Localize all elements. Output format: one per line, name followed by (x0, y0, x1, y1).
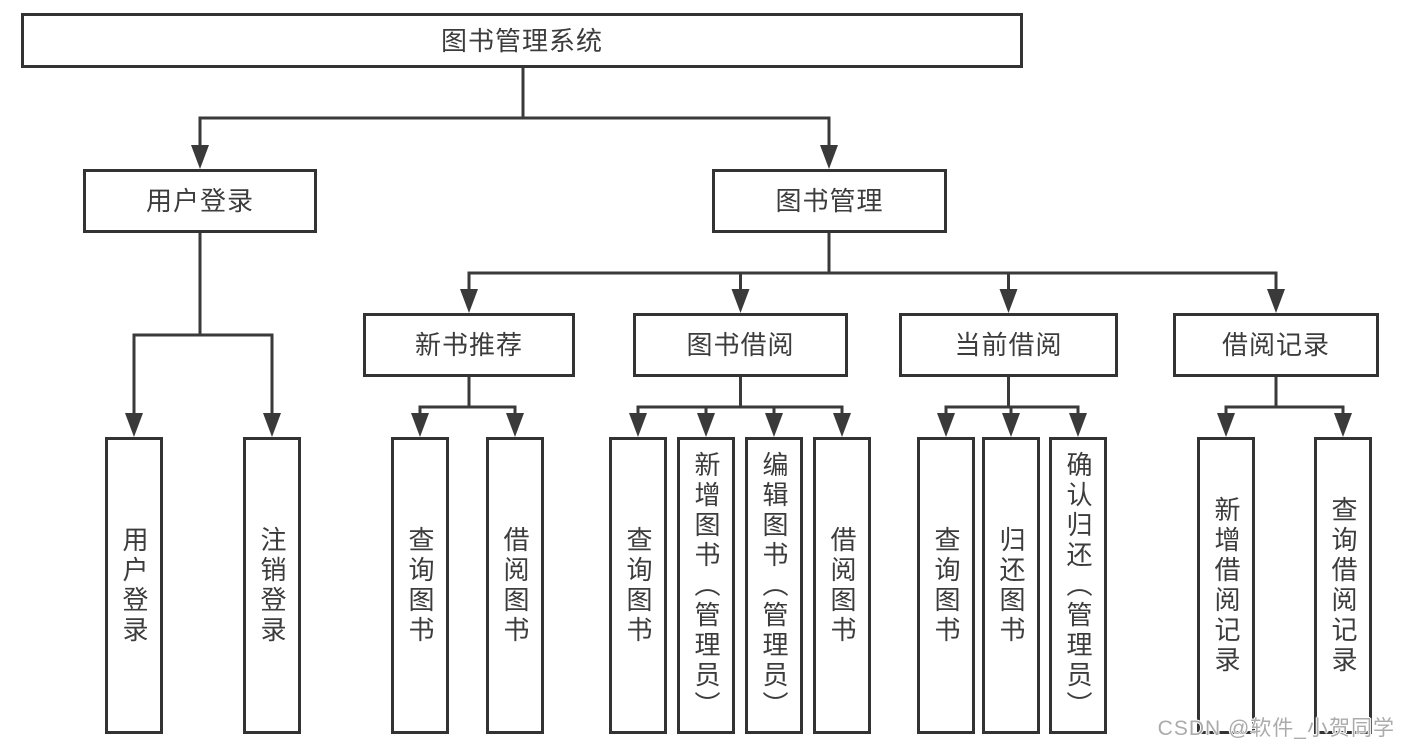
leaf-add-borrow-record: 新增借阅记录 (1197, 437, 1255, 734)
arrowhead-icon (506, 413, 524, 437)
connector-borrowing-to-leaves (636, 377, 844, 421)
node-label: 借阅图书 (500, 525, 530, 646)
leaf-borrow-books-recommend: 借阅图书 (486, 437, 544, 734)
leaf-query-books-current: 查询图书 (917, 437, 975, 734)
connector-book-mgmt-to-modules (467, 233, 1278, 297)
node-label: 用户登录 (145, 186, 254, 216)
connector-records-to-leaves (1224, 377, 1345, 421)
arrowheads (125, 145, 1352, 437)
node-book-management: 图书管理 (712, 169, 947, 233)
leaf-borrow-books: 借阅图书 (813, 437, 871, 734)
node-label: 图书管理系统 (440, 25, 603, 56)
node-label: 图书管理 (775, 186, 884, 216)
leaf-edit-books-admin: 编辑图书（管理员） (745, 437, 803, 734)
node-label: 用户登录 (119, 525, 149, 646)
node-label: 查询借阅记录 (1328, 495, 1358, 676)
arrowhead-icon (820, 145, 838, 169)
node-current-borrowing: 当前借阅 (899, 313, 1118, 377)
node-label: 查询图书 (405, 525, 435, 646)
node-user-login-branch: 用户登录 (83, 169, 317, 233)
arrowhead-icon (191, 145, 209, 169)
leaf-user-login: 用户登录 (105, 437, 163, 734)
leaf-logout: 注销登录 (243, 437, 301, 734)
arrowhead-icon (1267, 289, 1285, 313)
node-label: 借阅图书 (827, 525, 857, 646)
node-label: 新增借阅记录 (1211, 495, 1241, 676)
arrowhead-icon (1334, 413, 1352, 437)
connector-root-to-level2 (198, 68, 831, 152)
arrowhead-icon (125, 413, 143, 437)
node-label: 新增图书（管理员） (691, 450, 721, 721)
node-label: 新书推荐 (414, 330, 523, 360)
leaf-query-books-borrow: 查询图书 (609, 437, 667, 734)
arrowhead-icon (1069, 413, 1087, 437)
node-label: 图书借阅 (686, 330, 795, 360)
node-label: 归还图书 (996, 525, 1026, 646)
node-book-borrowing: 图书借阅 (633, 313, 848, 377)
node-label: 查询图书 (623, 525, 653, 646)
arrowhead-icon (833, 413, 851, 437)
node-label: 编辑图书（管理员） (759, 450, 789, 721)
node-label: 查询图书 (931, 525, 961, 646)
arrowhead-icon (1002, 413, 1020, 437)
arrowhead-icon (999, 289, 1018, 313)
node-label: 注销登录 (257, 525, 287, 646)
leaf-query-books-recommend: 查询图书 (391, 437, 449, 734)
arrowhead-icon (697, 413, 715, 437)
leaf-confirm-return-admin: 确认归还（管理员） (1049, 437, 1107, 734)
connector-user-login-to-leaves (132, 233, 274, 420)
leaf-query-borrow-record: 查询借阅记录 (1314, 437, 1372, 734)
node-library-management-system: 图书管理系统 (21, 13, 1023, 68)
arrowhead-icon (937, 413, 955, 437)
arrowhead-icon (765, 413, 783, 437)
arrowhead-icon (263, 413, 281, 437)
node-borrowing-records: 借阅记录 (1173, 313, 1379, 377)
node-label: 当前借阅 (954, 330, 1063, 360)
node-new-book-recommendation: 新书推荐 (363, 313, 575, 377)
arrowhead-icon (629, 413, 647, 437)
node-label: 借阅记录 (1221, 330, 1330, 360)
arrowhead-icon (1217, 413, 1235, 437)
arrowhead-icon (411, 413, 429, 437)
leaf-return-books: 归还图书 (982, 437, 1040, 734)
arrowhead-icon (731, 289, 750, 313)
arrowhead-icon (460, 289, 478, 313)
node-label: 确认归还（管理员） (1063, 450, 1093, 721)
connector-new-books-to-leaves (418, 377, 517, 421)
leaf-add-books-admin: 新增图书（管理员） (677, 437, 735, 734)
